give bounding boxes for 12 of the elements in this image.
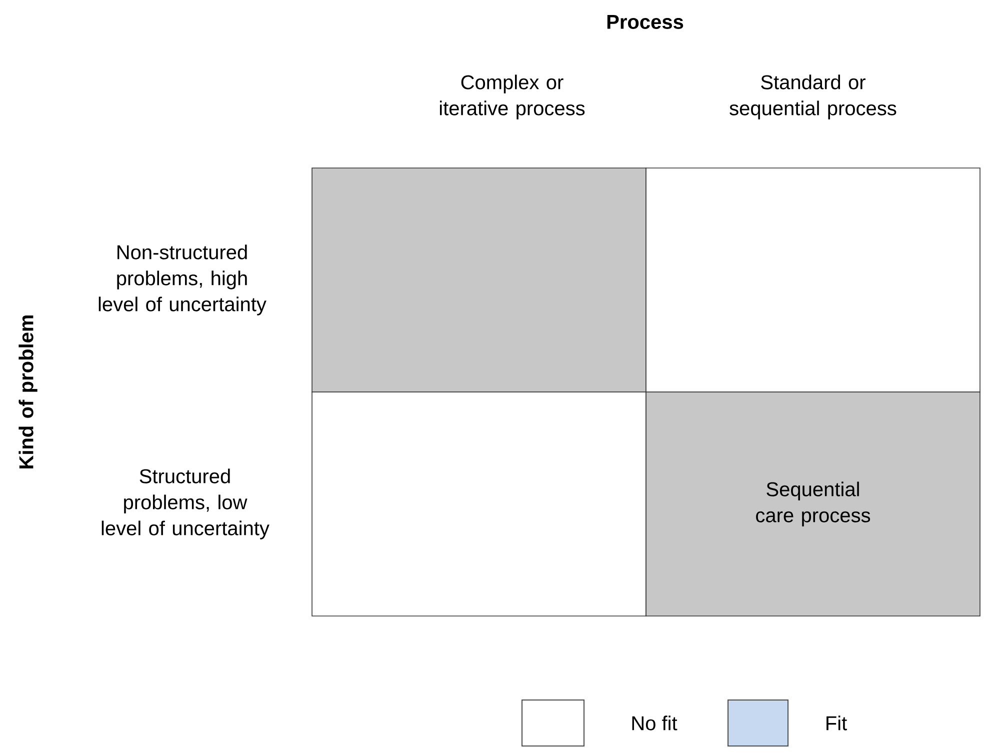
matrix-cell: Sequential care process [646, 392, 980, 616]
matrix-cell [646, 168, 980, 392]
matrix-cell [312, 168, 646, 392]
legend-label: Fit [826, 716, 847, 730]
matrix-cell [312, 392, 646, 616]
column-header: Standard or sequential process [730, 74, 896, 120]
column-header: Complex or iterative process [440, 74, 585, 120]
axis-title: Kind of problem [18, 315, 38, 468]
legend-label: No fit [632, 716, 678, 730]
row-header: Structured problems, low level of uncertainty [102, 468, 270, 540]
axis-title: Process [607, 15, 684, 29]
row-header: Non-structured problems, high level of uncertainty [98, 244, 266, 316]
